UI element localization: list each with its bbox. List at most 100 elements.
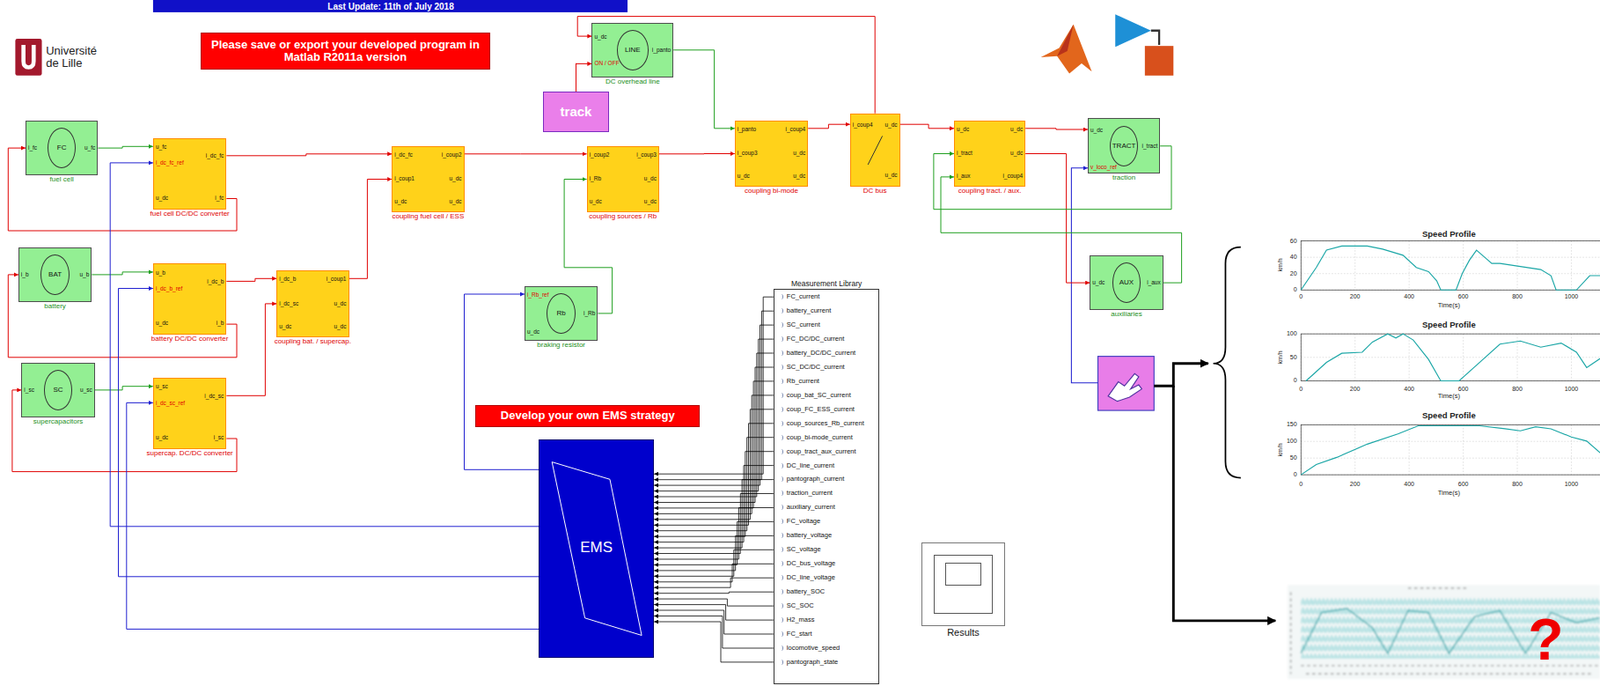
chart-label: 50 [1290, 353, 1298, 361]
source-block: SCi_scu_scsupercapacitors [21, 362, 95, 419]
chart-label: 100 [1286, 437, 1298, 445]
drawing-line [1300, 356, 1600, 358]
port-label: i_dc_sc [204, 392, 224, 399]
university-logo-mark [21, 44, 36, 70]
chart-label: 40 [1290, 253, 1298, 261]
wire-segment [659, 153, 735, 155]
university-logo [14, 38, 42, 76]
measurement-item: coup_bat_SC_current [786, 391, 852, 399]
chart-label: Time(s) [1438, 301, 1461, 309]
note-banner: Please save or export your developed pro… [200, 32, 490, 70]
measurement-item: coup_tract_aux_current [786, 447, 857, 456]
port-label: v_loco_ref [1090, 163, 1117, 170]
blurred-chart [1287, 584, 1600, 679]
chart-label: 0 [1299, 385, 1303, 393]
chart-label: 0 [1293, 470, 1298, 478]
wire-segment [226, 278, 277, 281]
wire-segment [577, 16, 875, 114]
port-label: u_dc [644, 176, 657, 183]
signal-wire [349, 179, 393, 279]
block-caption: fuel cell [50, 176, 74, 184]
wire-segment [900, 124, 955, 129]
drawing-polyline [1306, 333, 1600, 381]
port-label: i_Rb [583, 309, 595, 316]
chart-label: Speed Profile [1422, 228, 1476, 238]
measurement-item: FC_DC/DC_current [786, 335, 845, 343]
port-label: i_coup4 [785, 125, 806, 133]
wire-segment [653, 296, 774, 474]
measurement-item: DC_line_voltage [786, 573, 836, 581]
chart-label: 800 [1511, 385, 1523, 393]
chart-label: 200 [1350, 480, 1361, 488]
simulink-logo-block [1144, 45, 1174, 76]
chart-label: 200 [1350, 385, 1361, 393]
profile-arrow [1153, 363, 1208, 387]
scope-screen [945, 562, 982, 586]
measurement-item: locomotive_speed [786, 644, 840, 652]
block-name: BAT [48, 270, 62, 279]
chart-label: km/h [1277, 350, 1285, 364]
chart-frame [1300, 241, 1600, 291]
port-label: u_dc [792, 150, 806, 157]
drawing-line [1409, 241, 1410, 291]
signal-wire [1025, 128, 1088, 130]
drawing-polyline [1300, 425, 1600, 475]
drawing-line [1462, 241, 1464, 291]
port-label: i_b [21, 271, 30, 278]
wire-segment [653, 616, 774, 649]
signal-wire [653, 296, 774, 662]
port-label: u_b [155, 269, 166, 276]
port-label: i_panto [737, 125, 756, 133]
converter-block: i_pantoi_coup3u_dci_coup4u_dcu_dccouplin… [734, 120, 808, 187]
drawing-line [1300, 440, 1600, 442]
wire-segment [653, 563, 774, 582]
ems-outline [551, 461, 642, 635]
drawing-line [1462, 333, 1464, 381]
measurement-item: FC_current [786, 293, 821, 301]
block-name: AUX [1119, 278, 1134, 287]
block-caption: coupling bat. / supercap. [274, 337, 352, 346]
block-caption: DC bus [863, 187, 888, 196]
wire-segment [653, 451, 774, 537]
block-caption: coupling bi-mode [744, 187, 799, 196]
converter-block: u_sci_dc_sc_refu_dci_dc_sci_scsupercap. … [153, 377, 227, 449]
drawing-rect [1287, 584, 1600, 679]
drawing-line [1570, 241, 1572, 291]
chart-frame [1300, 424, 1600, 475]
port-label: i_tract [956, 150, 973, 157]
port-label: u_dc [155, 194, 169, 201]
signal-wire [226, 154, 392, 156]
port-label: i_coup2 [441, 151, 463, 158]
chart-label: 0 [1293, 286, 1298, 294]
port-label: u_dc [792, 173, 806, 180]
signal-wire [95, 386, 154, 390]
wire-segment [653, 493, 774, 554]
source-block: BATi_bu_bbattery [18, 247, 92, 303]
block-caption: DC overhead line [605, 78, 661, 87]
measurement-item: H2_mass [786, 616, 815, 624]
block-caption: battery DC/DC converter [151, 335, 229, 344]
chart-label: 600 [1458, 385, 1469, 393]
block-label: EMS [576, 537, 617, 558]
wire-segment [653, 604, 774, 621]
port-label: u_dc [1010, 150, 1023, 157]
matlab-logo [1041, 24, 1093, 74]
wire-segment [653, 366, 774, 503]
simulink-logo-arrow [1151, 30, 1160, 45]
signal-wire [659, 153, 735, 155]
measurement-item: coup_sources_Rb_current [786, 419, 865, 427]
simulink-logo [1115, 14, 1152, 47]
drawing-path [1291, 587, 1600, 674]
chart-label: 600 [1458, 293, 1469, 301]
chart-label: 1000 [1564, 385, 1579, 393]
matlab-logo-shade [1056, 24, 1074, 57]
signal-builder-block [1098, 356, 1155, 411]
port-label: i_dc_fc [205, 153, 225, 160]
port-label: i_sc [213, 434, 225, 441]
signal-wire [673, 50, 735, 129]
measurement-item: coup_FC_ESS_current [786, 405, 855, 413]
block-name: TRACT [1112, 141, 1137, 150]
port-label: i_dc_b [278, 275, 296, 282]
measurement-item: coup_bi-mode_current [786, 433, 853, 441]
